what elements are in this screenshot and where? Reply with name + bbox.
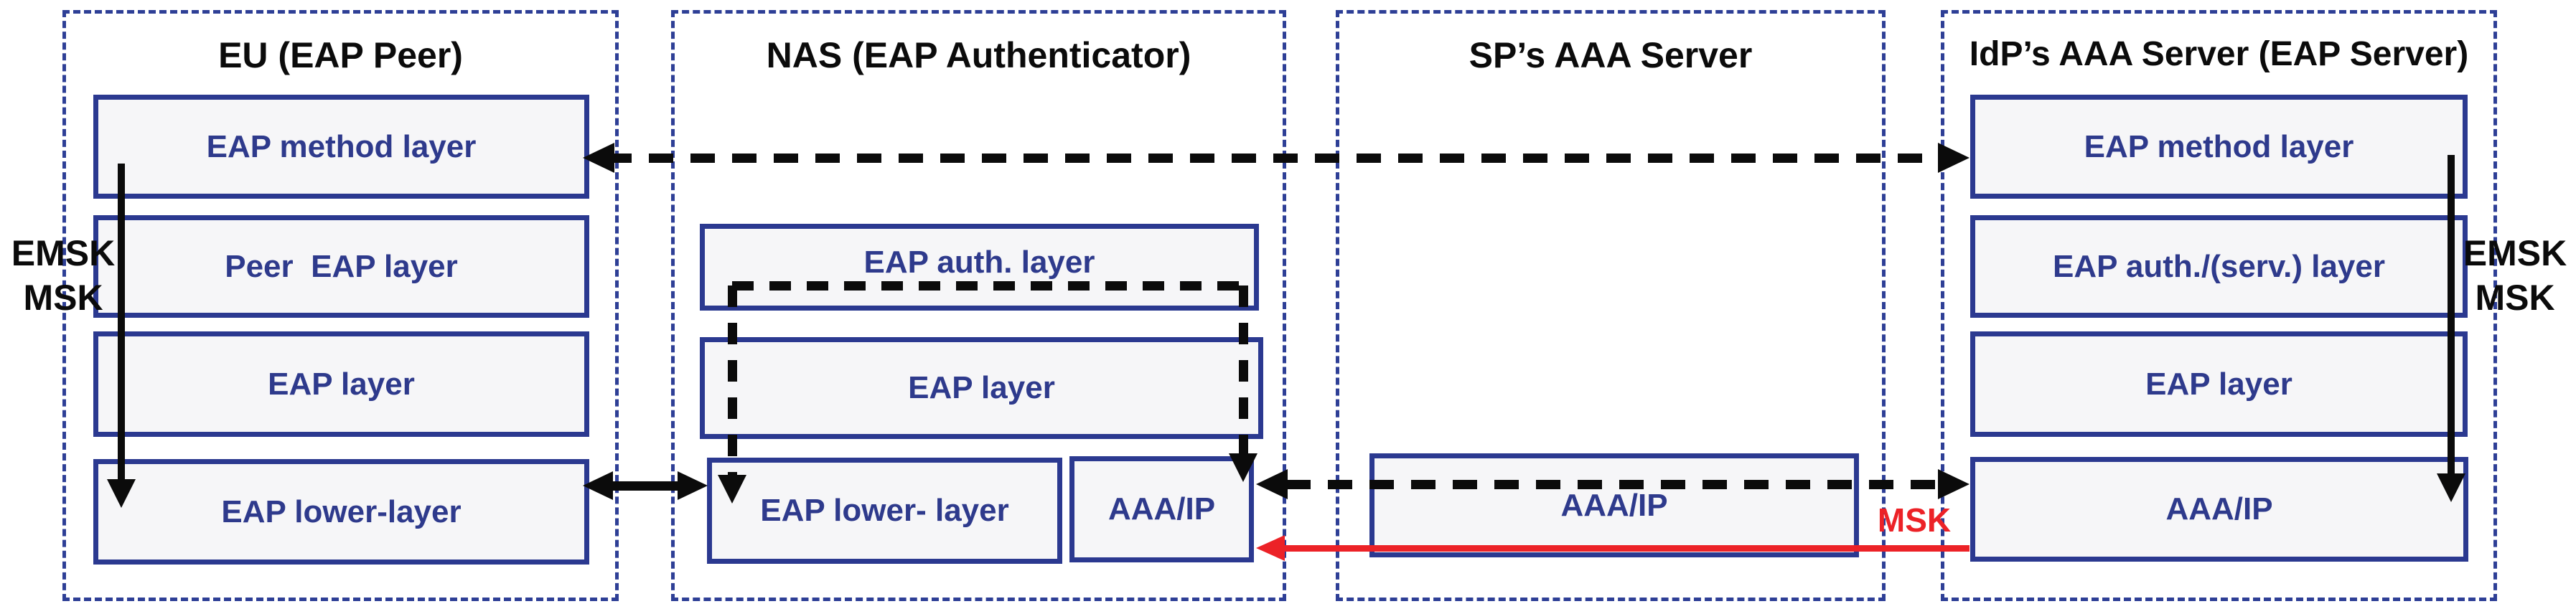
eu-key-down-arrowhead-icon (107, 479, 136, 508)
nas-authenticator-title: NAS (EAP Authenticator) (766, 35, 1191, 75)
idp-key-label: EMSK MSK (2455, 231, 2575, 320)
eu-nas-lower-layer-solid-line (606, 481, 684, 491)
idp-key-down-arrowhead-icon (2437, 473, 2465, 502)
nas-eap-lower-layer-box: EAP lower- layer (707, 458, 1062, 564)
msk-red-arrowhead-left-icon (1256, 535, 1285, 561)
idp-eap-layer-box: EAP layer (1970, 331, 2468, 437)
msk-transfer-red-line (1285, 545, 1970, 552)
eu-emsk-label: EMSK (11, 233, 116, 273)
eu-peer-eap-layer-box: Peer EAP layer (93, 215, 589, 318)
eu-msk-label: MSK (23, 278, 103, 318)
msk-red-label: MSK (1877, 501, 1952, 539)
idp-aaa-ip-box: AAA/IP (1970, 457, 2468, 562)
eu-key-label: EMSK MSK (3, 231, 123, 320)
nas-passthrough-dashed-vertical-left (728, 285, 737, 475)
idp-emsk-label: EMSK (2463, 233, 2567, 273)
eu-nas-arrowhead-right-icon (678, 471, 708, 500)
eap-method-arrowhead-left-icon (583, 143, 614, 173)
idp-eap-auth-serv-layer-box: EAP auth./(serv.) layer (1970, 215, 2468, 318)
eu-nas-arrowhead-left-icon (583, 471, 613, 500)
eu-peer-frame (62, 10, 619, 601)
idp-eap-method-layer-box: EAP method layer (1970, 95, 2468, 199)
nas-authenticator-frame (671, 10, 1286, 601)
eu-eap-lower-layer-box: EAP lower-layer (93, 459, 589, 565)
aaa-ip-arrowhead-left-icon (1256, 469, 1288, 499)
eu-key-down-line (118, 164, 125, 481)
nas-eap-layer-box: EAP layer (700, 337, 1263, 439)
nas-passthrough-dashed-horizontal (732, 281, 1243, 291)
sp-aaa-server-frame (1336, 10, 1886, 601)
sp-aaa-server-title: SP’s AAA Server (1469, 35, 1753, 75)
eap-method-end-to-end-dashed-line (607, 154, 1947, 163)
aaa-ip-arrowhead-right-icon (1938, 469, 1970, 499)
sp-aaa-ip-box: AAA/IP (1369, 453, 1859, 557)
eu-eap-layer-box: EAP layer (93, 331, 589, 437)
idp-key-down-line (2448, 155, 2455, 473)
idp-msk-label: MSK (2475, 278, 2555, 318)
nas-passthrough-dashed-vertical-right (1239, 285, 1248, 453)
idp-aaa-server-frame (1941, 10, 2497, 601)
nas-passthrough-arrowhead-aaa-icon (1229, 453, 1257, 482)
aaa-ip-dashed-line (1286, 480, 1939, 489)
nas-aaa-ip-box: AAA/IP (1069, 456, 1254, 562)
nas-passthrough-arrowhead-lower-icon (718, 475, 746, 504)
eu-peer-title: EU (EAP Peer) (218, 35, 463, 75)
eap-method-arrowhead-right-icon (1938, 143, 1970, 173)
eu-eap-method-layer-box: EAP method layer (93, 95, 589, 199)
idp-aaa-server-title: IdP’s AAA Server (EAP Server) (1969, 35, 2469, 73)
nas-eap-auth-layer-box: EAP auth. layer (700, 224, 1259, 311)
